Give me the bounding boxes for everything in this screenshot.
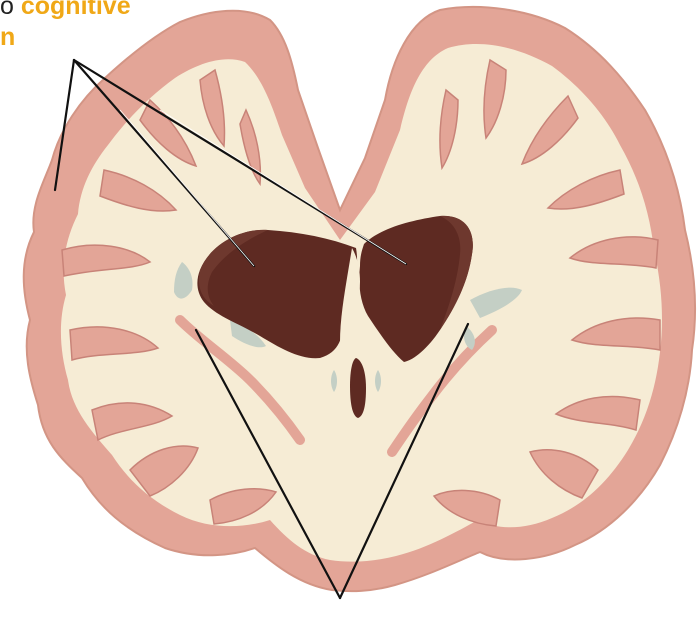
white-matter [61,44,662,562]
caption-prefix: o [0,0,21,20]
caption-accent-word: cognitive [21,0,131,20]
caption-line2: n [0,23,15,51]
caption: o cognitive n [0,0,131,53]
